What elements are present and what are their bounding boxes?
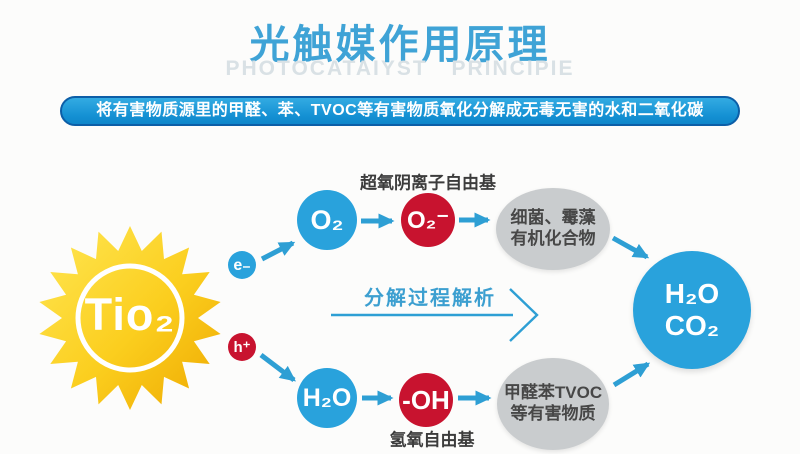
banner-text: 将有害物质源里的甲醛、苯、TVOC等有害物质氧化分解成无毒无害的水和二氧化碳 <box>96 102 704 119</box>
sun-star-shape <box>39 226 221 410</box>
result-line1: H₂O <box>664 277 720 309</box>
sun-ring <box>75 263 185 373</box>
water-label: H₂O <box>302 383 352 412</box>
oxygen-label: O₂ <box>310 204 344 235</box>
sun-icon <box>39 226 221 410</box>
pollutants-line1: 甲醛苯TVOC <box>503 383 603 403</box>
bacteria-line1: 细菌、霉藻 <box>510 208 596 228</box>
hydroxyl-label: -OH <box>402 384 450 415</box>
page-subtitle: PHOTOCATAIYST PRINCIPIE <box>225 57 575 80</box>
arrow-process <box>331 288 539 342</box>
electron-label: e₋ <box>233 257 251 274</box>
pollutants-line2: 等有害物质 <box>510 404 596 423</box>
result-node: H₂O CO₂ <box>633 251 751 369</box>
hole-node: h⁺ <box>228 333 256 361</box>
water-node: H₂O <box>297 368 357 428</box>
bacteria-mold-node: 细菌、霉藻 有机化合物 <box>496 188 610 270</box>
bacteria-line2: 有机化合物 <box>510 229 596 248</box>
hydroxyl-radical-label: 氢氧自由基 <box>389 430 475 450</box>
superoxide-label: O₂⁻ <box>407 206 449 234</box>
oxygen-node: O₂ <box>297 190 357 250</box>
hole-label: h⁺ <box>233 339 251 356</box>
process-label: 分解过程解析 <box>364 287 496 310</box>
page-title: 光触媒作用原理 <box>249 23 551 67</box>
description-banner: 将有害物质源里的甲醛、苯、TVOC等有害物质氧化分解成无毒无害的水和二氧化碳 <box>60 96 740 126</box>
superoxide-node: O₂⁻ <box>401 193 455 247</box>
electron-node: e₋ <box>228 251 256 279</box>
catalyst-label: Tio₂ <box>84 288 176 340</box>
result-line2: CO₂ <box>664 310 720 341</box>
arrow-electron-to-o2 <box>260 240 296 262</box>
arrow-germ-to-result <box>611 235 650 260</box>
hydroxyl-node: -OH <box>399 373 453 427</box>
pollutants-node: 甲醛苯TVOC 等有害物质 <box>497 358 609 450</box>
superoxide-radical-label: 超氧阴离子自由基 <box>360 173 496 193</box>
arrow-hole-to-h2o <box>259 353 296 382</box>
flow-arrows <box>259 212 651 406</box>
arrow-harm-to-result <box>612 361 651 388</box>
